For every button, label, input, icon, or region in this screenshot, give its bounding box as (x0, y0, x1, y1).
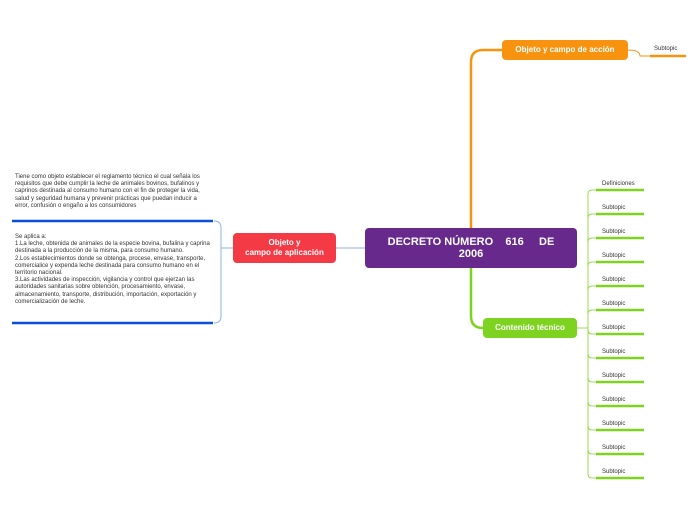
connector-green-3 (587, 261, 596, 267)
subtopic-green-6[interactable]: Subtopic (602, 325, 626, 331)
green-subtopic-connectors (577, 188, 644, 480)
connector-green-12 (587, 473, 596, 479)
connector-green-9 (587, 401, 596, 407)
connector-red-note2 (213, 248, 222, 324)
note-se-aplica[interactable]: Se aplica a: 1.La leche, obtenida de ani… (15, 234, 210, 305)
connector-central-green (469, 268, 484, 330)
subtopic-green-1[interactable]: Subtopic (602, 205, 626, 211)
connector-green-10 (587, 425, 596, 431)
connector-green-0 (587, 189, 596, 195)
connector-green-8 (587, 377, 596, 383)
subtopic-green-12[interactable]: Subtopic (602, 469, 626, 475)
connector-green-11 (587, 449, 596, 455)
topic-objeto-campo-aplicacion[interactable]: Objeto y campo de aplicación (233, 233, 336, 263)
connector-orange-subtopic (627, 49, 650, 57)
subtopic-green-11[interactable]: Subtopic (602, 445, 626, 451)
subtopic-green-7[interactable]: Subtopic (602, 349, 626, 355)
subtopic-green-5[interactable]: Subtopic (602, 301, 626, 307)
connector-green-4 (587, 285, 596, 291)
subtopic-green-4[interactable]: Subtopic (602, 277, 626, 283)
subtopic-green-0[interactable]: Definiciones (602, 181, 635, 187)
connector-green-7 (587, 353, 596, 359)
connector-red-note1 (213, 220, 233, 249)
connector-green-1 (587, 213, 596, 219)
topic-objeto-campo-accion[interactable]: Objeto y campo de acción (502, 40, 628, 60)
topic-contenido-tecnico[interactable]: Contenido técnico (483, 318, 577, 338)
central-topic[interactable]: DECRETO NÚMERO 616 DE 2006 (365, 228, 577, 268)
subtopic-orange[interactable]: Subtopic (654, 46, 678, 52)
subtopic-green-8[interactable]: Subtopic (602, 373, 626, 379)
connector-central-orange (469, 48, 502, 228)
subtopic-green-2[interactable]: Subtopic (602, 229, 626, 235)
note-objeto[interactable]: Tiene como objeto establecer el reglamen… (15, 174, 200, 209)
subtopic-green-9[interactable]: Subtopic (602, 397, 626, 403)
subtopic-green-10[interactable]: Subtopic (602, 421, 626, 427)
subtopic-green-3[interactable]: Subtopic (602, 253, 626, 259)
connector-green-5 (587, 309, 596, 315)
connector-green-2 (587, 237, 596, 243)
connector-green-6 (587, 329, 596, 335)
